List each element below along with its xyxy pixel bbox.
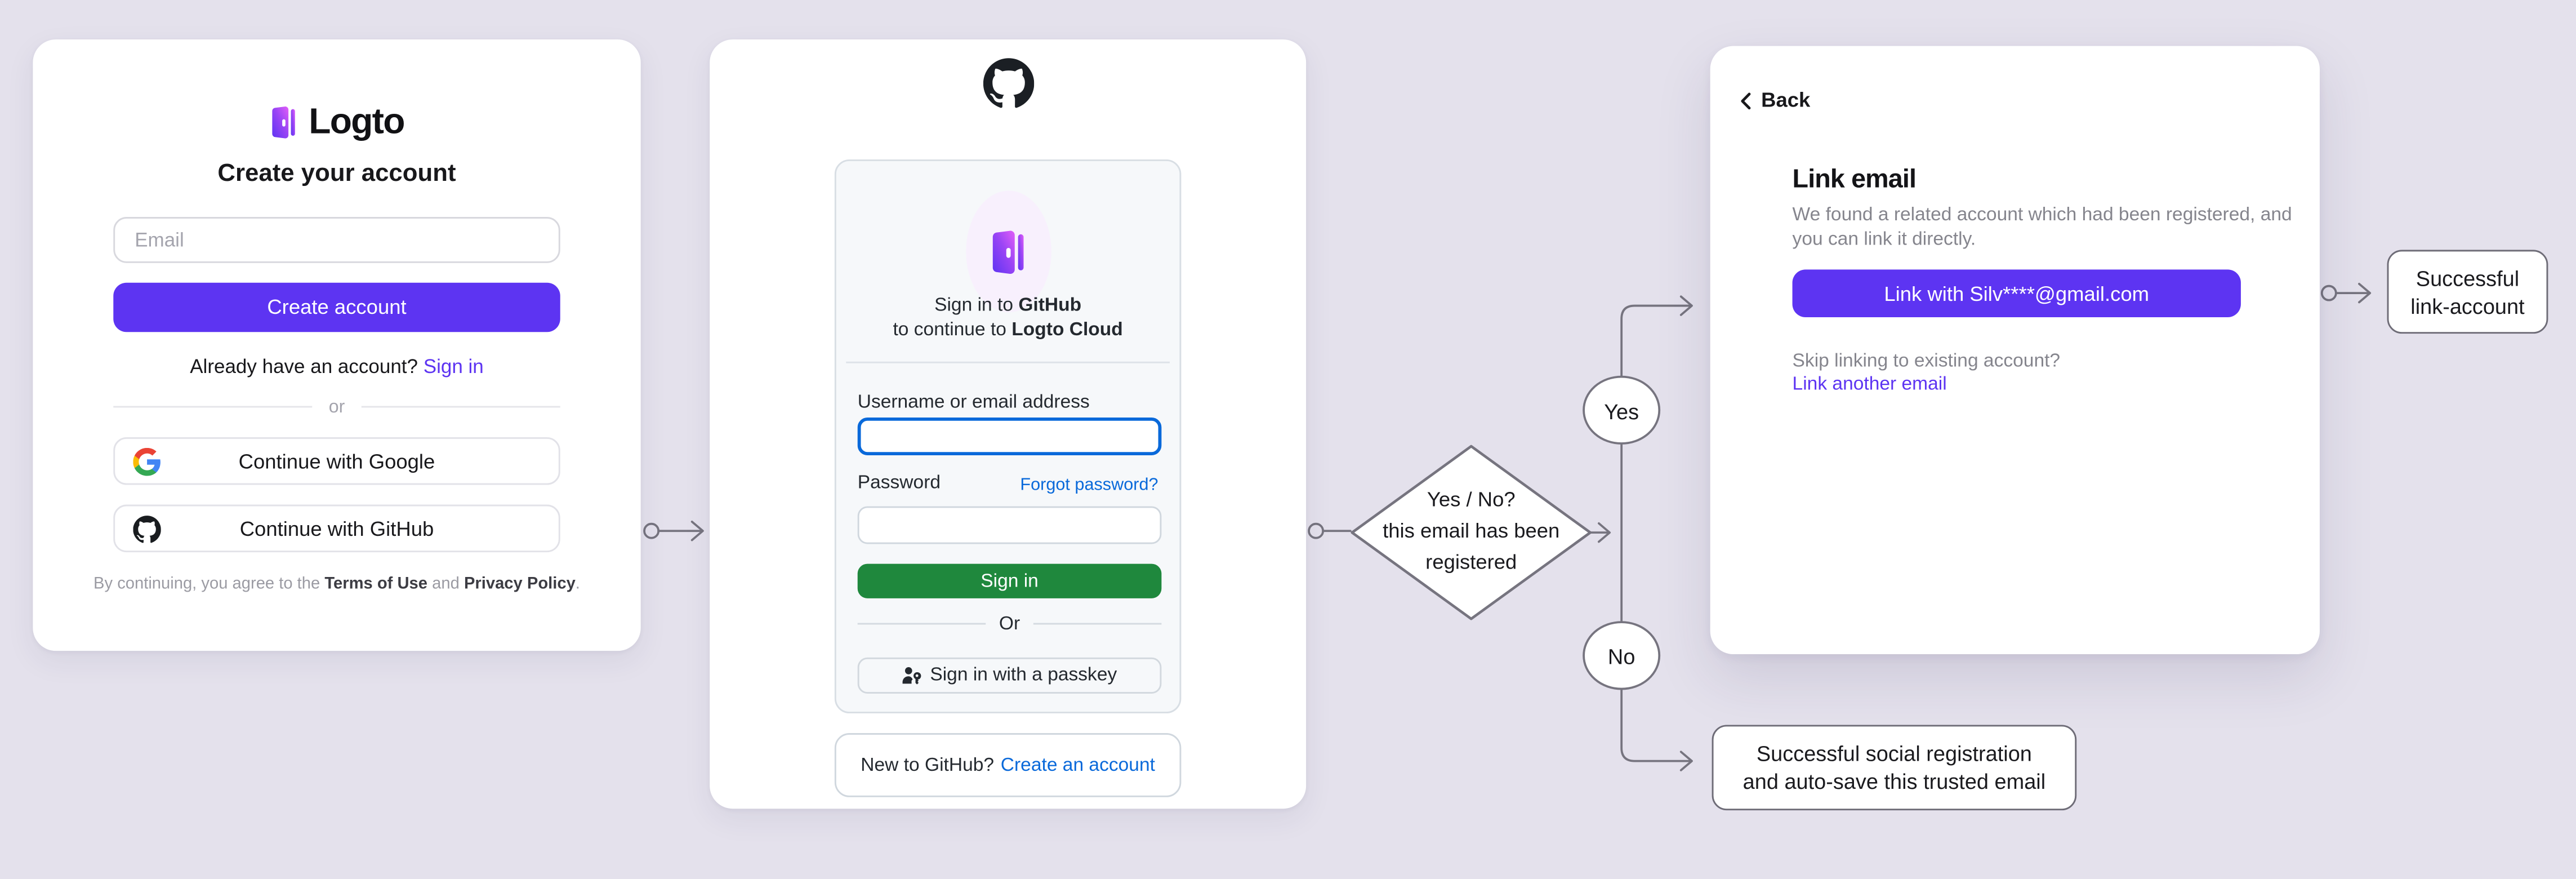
box-line: Successful bbox=[2415, 265, 2520, 290]
username-input[interactable] bbox=[857, 417, 1162, 456]
divider-line bbox=[361, 406, 560, 408]
skip-linking-prompt: Skip linking to existing account? bbox=[1792, 352, 2061, 372]
continue-with-github-button[interactable]: Continue with GitHub bbox=[113, 504, 560, 553]
success-link-account-box: Successful link-account bbox=[2387, 250, 2548, 334]
subheading-prefix: to continue to bbox=[893, 320, 1006, 340]
yes-node bbox=[1583, 375, 1661, 445]
privacy-policy-link[interactable]: Privacy Policy bbox=[463, 575, 576, 594]
email-input[interactable] bbox=[113, 217, 560, 263]
connector-decision-to-branch bbox=[1589, 443, 1623, 624]
box-line: link-account bbox=[2410, 293, 2525, 318]
github-signin-card: Sign in to GitHub to continue to Logto C… bbox=[710, 39, 1307, 809]
github-signin-heading: Sign in to GitHub bbox=[836, 296, 1180, 316]
decision-line: this email has been bbox=[1383, 519, 1560, 543]
logto-logo-icon bbox=[269, 103, 297, 140]
signup-card: Logto Create your account Create account… bbox=[33, 39, 641, 651]
yes-node-label: Yes bbox=[1604, 399, 1639, 424]
description-line: you can link it directly. bbox=[1792, 229, 1976, 249]
subheading-brand: Logto Cloud bbox=[1011, 320, 1123, 340]
terms-prefix: By continuing, you agree to the bbox=[93, 575, 320, 594]
github-signin-subheading: to continue to Logto Cloud bbox=[836, 321, 1180, 340]
connector-no-to-social-box bbox=[1620, 687, 1693, 771]
continue-with-google-button[interactable]: Continue with Google bbox=[113, 437, 560, 485]
signin-prompt: Already have an account? bbox=[190, 355, 418, 378]
github-signin-panel: Sign in to GitHub to continue to Logto C… bbox=[834, 159, 1182, 714]
chevron-left-icon bbox=[1740, 91, 1751, 109]
box-line: and auto-save this trusted email bbox=[1742, 769, 2046, 794]
success-social-registration-box: Successful social registration and auto-… bbox=[1712, 725, 2077, 811]
heading-prefix: Sign in to bbox=[934, 296, 1013, 316]
signin-link[interactable]: Sign in bbox=[423, 355, 484, 378]
signup-title: Create your account bbox=[217, 159, 456, 188]
passkey-icon bbox=[902, 665, 922, 685]
signin-prompt-row: Already have an account? Sign in bbox=[33, 355, 640, 378]
passkey-signin-button[interactable]: Sign in with a passkey bbox=[857, 657, 1162, 694]
footer-prompt: New to GitHub? bbox=[861, 755, 995, 775]
github-signin-button[interactable]: Sign in bbox=[857, 563, 1162, 598]
divider-line bbox=[1033, 623, 1162, 625]
connector-signup-to-github bbox=[643, 520, 704, 541]
terms-suffix: . bbox=[575, 575, 580, 594]
google-icon bbox=[133, 447, 161, 475]
create-account-button[interactable]: Create account bbox=[113, 282, 560, 332]
github-footer-box: New to GitHub? Create an account bbox=[834, 733, 1182, 797]
connector-link-card-to-success bbox=[2320, 282, 2372, 304]
heading-brand: GitHub bbox=[1018, 296, 1082, 316]
password-input[interactable] bbox=[857, 506, 1162, 544]
no-node-label: No bbox=[1607, 644, 1635, 669]
github-icon bbox=[133, 514, 161, 543]
app-avatar bbox=[965, 190, 1051, 313]
decision-line: registered bbox=[1425, 551, 1517, 574]
box-line: Successful social registration bbox=[1756, 741, 2032, 766]
forgot-password-link[interactable]: Forgot password? bbox=[1020, 475, 1158, 495]
decision-label: Yes / No? this email has been registered bbox=[1352, 485, 1590, 579]
or-divider: or bbox=[113, 396, 560, 418]
divider-line bbox=[857, 623, 986, 625]
github-or-label: Or bbox=[999, 614, 1020, 634]
link-email-card: Back Link email We found a related accou… bbox=[1710, 46, 2320, 655]
terms-of-use-link[interactable]: Terms of Use bbox=[324, 575, 428, 594]
or-divider-label: or bbox=[328, 397, 345, 417]
logto-logo: Logto bbox=[33, 100, 640, 141]
logto-door-icon bbox=[989, 228, 1027, 276]
decision-line: Yes / No? bbox=[1427, 488, 1516, 512]
connector-yes-to-link-card bbox=[1620, 295, 1693, 378]
back-label: Back bbox=[1761, 88, 1811, 112]
github-button-label: Continue with GitHub bbox=[239, 517, 434, 540]
divider-line bbox=[113, 406, 313, 408]
terms-notice: By continuing, you agree to the Terms of… bbox=[33, 575, 640, 593]
username-label: Username or email address bbox=[857, 393, 1090, 413]
no-node bbox=[1583, 621, 1661, 690]
logto-logo-text: Logto bbox=[309, 100, 405, 141]
github-or-divider: Or bbox=[857, 613, 1162, 634]
description-line: We found a related account which had bee… bbox=[1792, 205, 2292, 225]
google-button-label: Continue with Google bbox=[238, 449, 435, 473]
terms-conjunction: and bbox=[432, 575, 460, 594]
link-email-title: Link email bbox=[1792, 166, 1917, 194]
link-another-email-link[interactable]: Link another email bbox=[1792, 375, 1947, 395]
panel-divider bbox=[846, 361, 1170, 363]
link-email-description: We found a related account which had bee… bbox=[1793, 204, 2292, 252]
back-button[interactable]: Back bbox=[1740, 89, 1810, 112]
password-label: Password bbox=[857, 473, 941, 494]
passkey-button-label: Sign in with a passkey bbox=[930, 665, 1117, 686]
link-with-email-button[interactable]: Link with Silv****@gmail.com bbox=[1792, 269, 2241, 318]
create-github-account-link[interactable]: Create an account bbox=[1000, 755, 1155, 775]
connector-github-to-decision bbox=[1308, 522, 1352, 539]
github-logo-icon bbox=[982, 57, 1033, 108]
